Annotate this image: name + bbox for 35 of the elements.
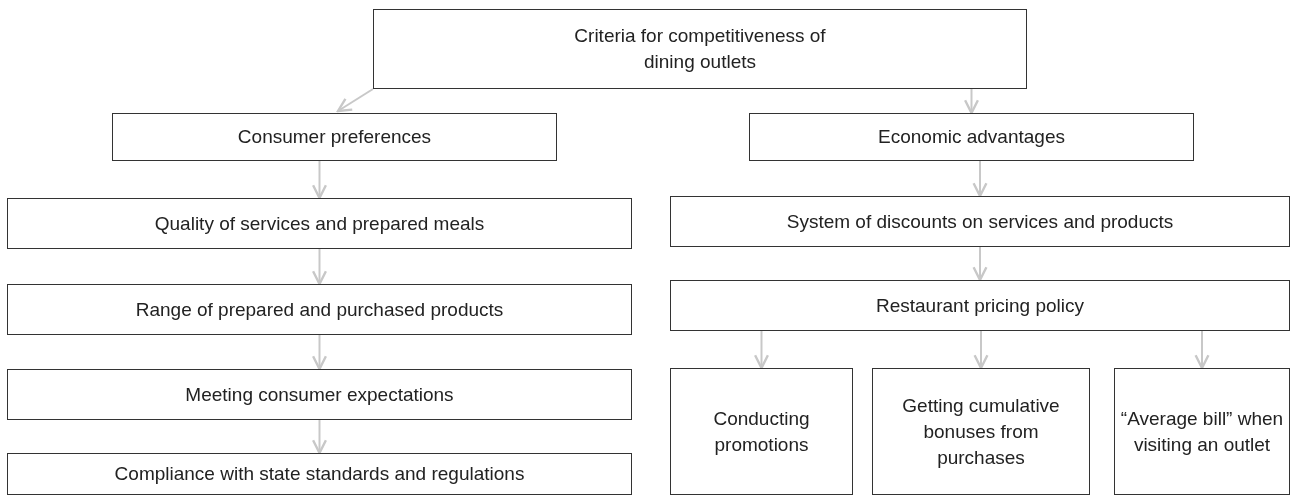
- arrow: [973, 330, 989, 370]
- criterion-text: Quality of services and prepared meals: [154, 211, 485, 236]
- criterion-text: Economic advantages: [878, 125, 1065, 149]
- criterion-box: [670, 280, 1290, 331]
- arrow: [753, 330, 770, 370]
- criterion-box: [670, 196, 1290, 247]
- criterion-text: Consumer preferences: [237, 125, 432, 149]
- arrow: [311, 160, 328, 200]
- arrow: [1194, 330, 1210, 370]
- arrow: [311, 419, 328, 455]
- criterion-text: Criteria for competitiveness of dining outlets: [573, 24, 827, 74]
- criterion-box: [7, 453, 632, 495]
- criterion-text: Getting cumulative bonuses from purchases: [901, 393, 1061, 470]
- arrow: [972, 160, 988, 198]
- arrow: [311, 334, 328, 371]
- arrow: [311, 248, 328, 286]
- criterion-box: [7, 369, 632, 420]
- criterion-box: [373, 9, 1027, 89]
- criterion-text: System of discounts on services and products: [786, 209, 1174, 234]
- criterion-text: Meeting consumer expectations: [185, 382, 454, 407]
- arrow: [336, 88, 374, 113]
- criterion-text: Restaurant pricing policy: [875, 293, 1084, 318]
- criterion-box: [112, 113, 557, 161]
- arrow: [972, 246, 988, 282]
- criterion-box: [7, 198, 632, 249]
- criterion-text: “Average bill” when visiting an outlet: [1119, 406, 1285, 457]
- criterion-text: Compliance with state standards and regulations: [114, 462, 525, 486]
- criterion-box: [670, 368, 853, 495]
- criterion-box: [7, 284, 632, 335]
- criterion-box: [872, 368, 1090, 495]
- criterion-text: Range of prepared and purchased products: [135, 297, 504, 322]
- arrow: [963, 88, 980, 115]
- criterion-text: Conducting promotions: [712, 406, 811, 457]
- criterion-box: [749, 113, 1194, 161]
- criterion-box: [1114, 368, 1290, 495]
